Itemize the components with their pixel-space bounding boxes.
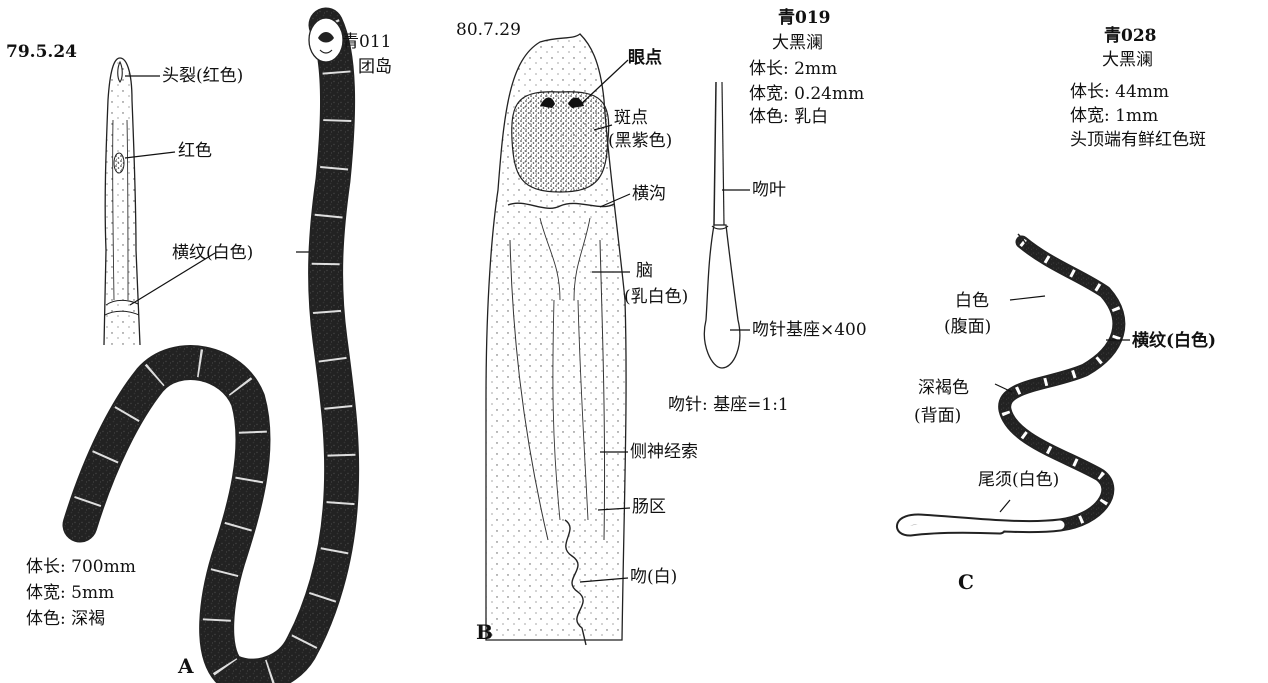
panel-a-body-length: 体长: 700mm	[26, 557, 136, 577]
panel-a-body-color: 体色: 深褐	[26, 609, 105, 629]
label-intestinal-region: 肠区	[632, 497, 666, 517]
label-spot-color: (黑紫色)	[608, 131, 672, 151]
panel-c-head-note: 头顶端有鲜红色斑	[1070, 130, 1206, 150]
panel-c-specimen-id: 青028	[1104, 26, 1157, 46]
label-white: 白色	[955, 291, 989, 311]
panel-c-body-length: 体长: 44mm	[1070, 82, 1169, 102]
label-ventral: (腹面)	[944, 317, 991, 337]
label-transverse-groove: 横沟	[632, 184, 666, 204]
label-lateral-nerve-cord: 侧神经索	[630, 442, 698, 462]
label-spot: 斑点	[614, 108, 648, 128]
label-head-cleft: 头裂(红色)	[162, 66, 243, 86]
panel-a-leader-lines	[125, 76, 320, 305]
panel-a-specimen-id: 青011	[342, 32, 391, 52]
label-stylet-ratio: 吻针: 基座=1:1	[668, 395, 789, 415]
panel-c-letter: C	[958, 572, 974, 592]
label-transverse-stripes-c: 横纹(白色)	[1132, 331, 1216, 351]
label-proboscis: 吻(白)	[630, 567, 677, 587]
panel-b-stylet-drawing	[704, 82, 750, 368]
label-red: 红色	[178, 141, 212, 161]
panel-b-body-color: 体色: 乳白	[749, 107, 828, 127]
panel-b-locality: 大黑澜	[772, 33, 823, 53]
panel-b-body-width: 体宽: 0.24mm	[749, 84, 864, 104]
panel-c-locality: 大黑澜	[1102, 50, 1153, 70]
label-dark-brown: 深褐色	[918, 378, 969, 398]
panel-a-body-width: 体宽: 5mm	[26, 583, 114, 603]
panel-a-locality: 团岛	[358, 57, 392, 77]
label-brain-color: (乳白色)	[624, 287, 688, 307]
panel-a-date: 79.5.24	[6, 42, 77, 62]
label-tail-cirrus: 尾须(白色)	[978, 470, 1059, 490]
panel-b-letter: B	[476, 622, 493, 642]
panel-b-anterior-body	[486, 34, 626, 645]
panel-b-date: 80.7.29	[456, 20, 521, 40]
label-ocelli: 眼点	[628, 48, 662, 68]
label-brain: 脑	[636, 261, 653, 281]
label-dorsal: (背面)	[914, 406, 961, 426]
panel-c-body-width: 体宽: 1mm	[1070, 106, 1158, 126]
panel-a-letter: A	[178, 656, 194, 676]
label-stylet-base: 吻针基座×400	[752, 320, 867, 340]
panel-b-body-length: 体长: 2mm	[749, 59, 837, 79]
label-stylet-blade: 吻叶	[752, 180, 786, 200]
panel-b-specimen-id: 青019	[778, 8, 831, 28]
label-transverse-stripes-a: 横纹(白色)	[172, 243, 253, 263]
